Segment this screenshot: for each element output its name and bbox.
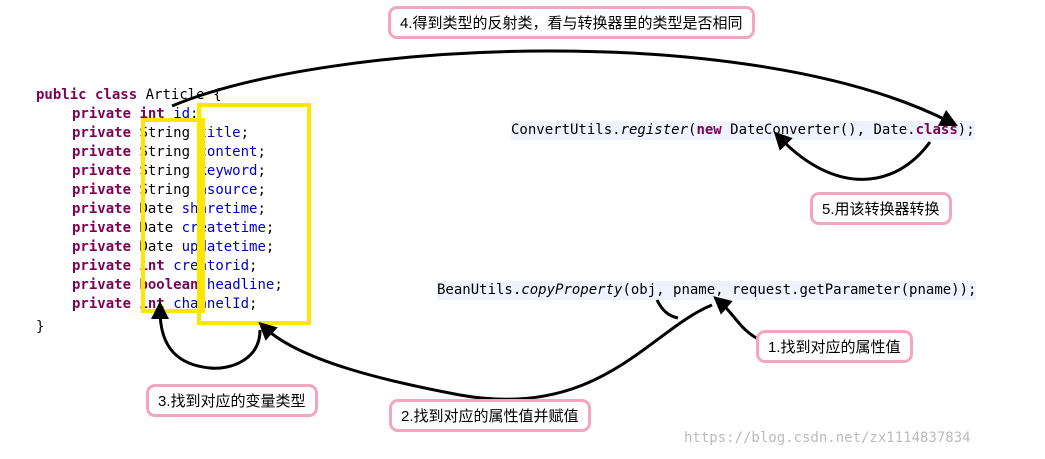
private-modifier: private [72,125,132,141]
closing-brace: } [36,319,45,335]
field-type: Date [139,201,174,217]
private-modifier: private [72,182,132,198]
arrow-step3 [151,301,262,370]
field-name: content [198,144,258,160]
private-modifier: private [72,163,132,179]
field-type: int [139,258,165,274]
new-keyword: new [696,122,722,138]
class-keyword: class [95,87,138,103]
class-declaration: public class Article { [36,86,222,105]
field-line: private String asource; [72,182,266,198]
arrow-step2 [258,303,713,401]
field-name: channelId [173,296,250,312]
field-type: String [139,144,191,160]
field-name: headline [206,277,275,293]
private-modifier: private [72,258,132,274]
field-name: asource [198,182,258,198]
label-step1: 1.找到对应的属性值 [756,330,913,363]
private-modifier: private [72,106,132,122]
convert-line-end: ); [957,122,975,138]
label-step2: 2.找到对应的属性值并赋值 [389,399,591,432]
private-modifier: private [72,144,132,160]
convert-register-line: ConvertUtils.register(new DateConverter(… [511,121,975,140]
private-modifier: private [72,296,132,312]
field-type: String [139,125,191,141]
convert-open-paren: ( [688,122,697,138]
field-line: private String content; [72,144,266,160]
public-keyword: public [36,87,87,103]
field-line: private String title; [72,125,250,141]
arrow-step5 [773,131,932,181]
field-type: boolean [139,277,199,293]
open-brace: { [213,87,222,103]
field-name: title [198,125,241,141]
convert-args: DateConverter(), Date. [721,122,916,138]
arrow-step1 [713,296,761,342]
field-line: private int creatorid; [72,258,258,274]
bean-copy-line: BeanUtils.copyProperty(obj, pname, reque… [437,281,977,300]
arrow-step4 [171,49,959,127]
private-modifier: private [72,239,132,255]
bean-utils-object: BeanUtils. [437,282,522,298]
type-highlight-box [141,118,205,313]
register-method: register [620,122,689,138]
private-modifier: private [72,277,132,293]
watermark: https://blog.csdn.net/zx1114837834 [684,430,971,446]
field-type: String [139,163,191,179]
field-line: private String keyword; [72,163,266,179]
field-type: Date [139,220,174,236]
private-modifier: private [72,220,132,236]
convert-utils-object: ConvertUtils. [511,122,621,138]
copy-property-method: copyProperty [521,282,623,298]
name-highlight-box [197,103,311,325]
field-line: private boolean headline; [72,277,283,293]
label-step3: 3.找到对应的变量类型 [146,384,318,417]
field-type: Date [139,239,174,255]
label-step5: 5.用该转换器转换 [810,192,952,225]
field-type: String [139,182,191,198]
label-step4: 4.得到类型的反射类，看与转换器里的类型是否相同 [388,6,755,39]
copy-property-args: (obj, pname, request.getParameter(pname)… [622,282,977,298]
private-modifier: private [72,201,132,217]
field-name: keyword [198,163,258,179]
arrow-step2-tick [655,299,679,320]
field-name: creatorid [173,258,250,274]
